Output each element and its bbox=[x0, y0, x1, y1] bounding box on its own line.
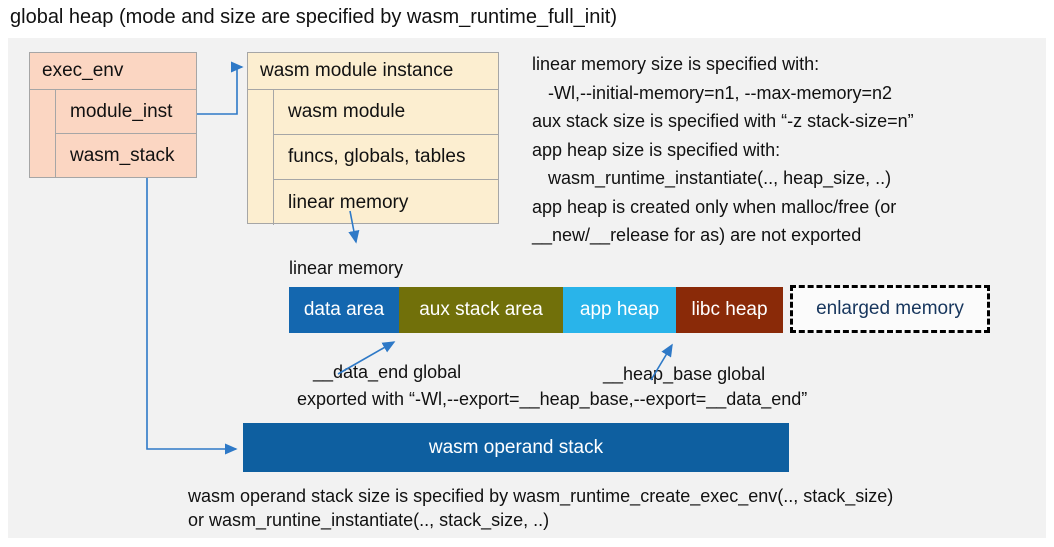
right-notes: linear memory size is specified with: -W… bbox=[532, 50, 914, 250]
exec-env-row-wasm-stack: wasm_stack bbox=[55, 134, 196, 178]
note-line: -Wl,--initial-memory=n1, --max-memory=n2 bbox=[548, 82, 893, 103]
segment-data-area: data area bbox=[289, 287, 399, 333]
instance-row-wasm-module: wasm module bbox=[273, 90, 498, 135]
instance-row-linear-memory: linear memory bbox=[273, 180, 498, 225]
exec-env-header: exec_env bbox=[30, 53, 196, 90]
note-line: wasm operand stack size is specified by … bbox=[188, 486, 894, 506]
note-line: app heap is created only when malloc/fre… bbox=[532, 196, 897, 217]
note-line: __new/__release for as) are not exported bbox=[532, 225, 862, 245]
export-flags-label: exported with “-Wl,--export=__heap_base,… bbox=[297, 389, 808, 409]
diagram-title: global heap (mode and size are specified… bbox=[10, 6, 617, 28]
note-line: aux stack size is specified with “-z sta… bbox=[532, 111, 914, 131]
segment-enlarged-memory: enlarged memory bbox=[790, 285, 990, 333]
data-end-global-label: __data_end global bbox=[313, 362, 462, 382]
operand-stack-note: wasm operand stack size is specified by … bbox=[188, 484, 893, 532]
heap-base-global-label: __heap_base global bbox=[603, 364, 766, 384]
segment-app-heap: app heap bbox=[563, 287, 676, 333]
note-line: linear memory size is specified with: bbox=[532, 54, 820, 74]
segment-libc-heap: libc heap bbox=[676, 287, 783, 333]
linear-memory-bar: data area aux stack area app heap libc h… bbox=[289, 287, 783, 333]
exec-env-row-module-inst: module_inst bbox=[55, 90, 196, 134]
note-line: or wasm_runtine_instantiate(.., stack_si… bbox=[188, 510, 550, 530]
note-line: app heap size is specified with: bbox=[532, 139, 781, 160]
linear-memory-label: linear memory bbox=[289, 258, 404, 278]
exec-env-box: exec_env module_inst wasm_stack bbox=[29, 52, 197, 178]
note-line: wasm_runtime_instantiate(.., heap_size, … bbox=[548, 168, 892, 188]
wasm-module-instance-box: wasm module instance wasm module funcs, … bbox=[247, 52, 499, 225]
segment-aux-stack-area: aux stack area bbox=[399, 287, 563, 333]
wasm-operand-stack-bar: wasm operand stack bbox=[243, 423, 789, 472]
instance-row-funcs-globals-tables: funcs, globals, tables bbox=[273, 135, 498, 180]
wasm-module-instance-header: wasm module instance bbox=[248, 53, 498, 90]
